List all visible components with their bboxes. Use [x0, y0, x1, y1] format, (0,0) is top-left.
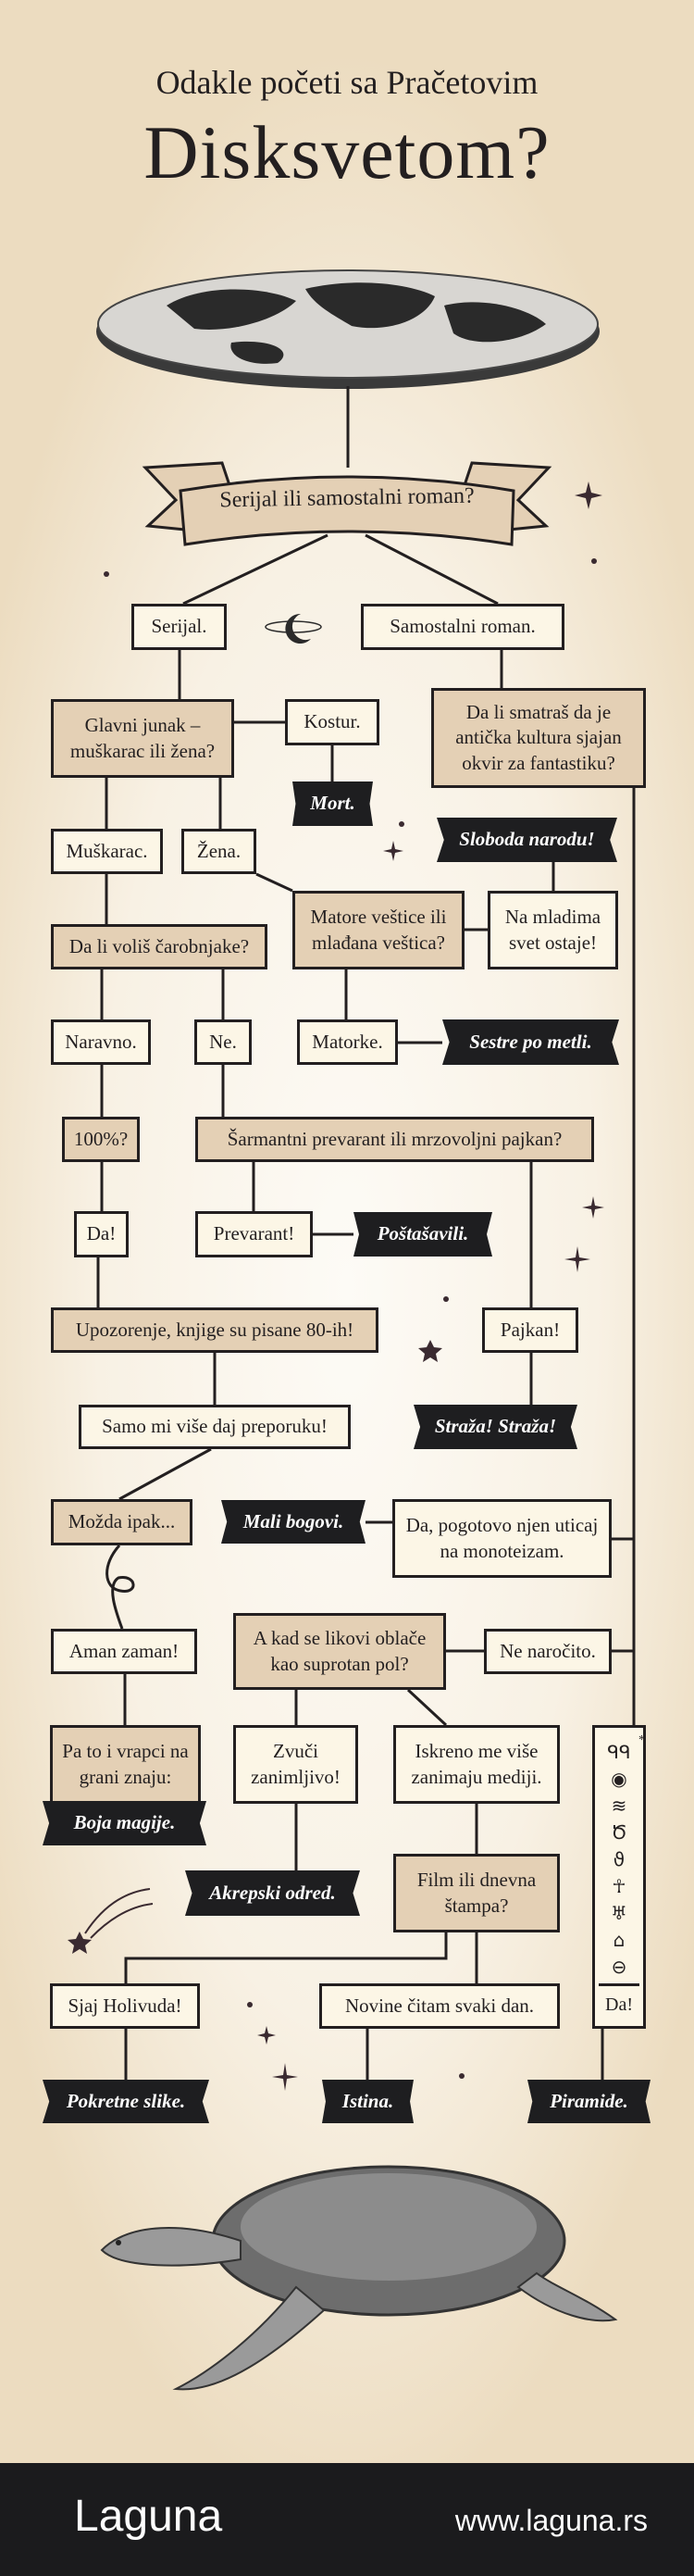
man-hieroglyph-icon: ☥: [612, 1875, 626, 1897]
question-matore-vestice: Matore veštice ili mlađana veštica?: [292, 891, 465, 969]
bird-hieroglyph-icon: ♅: [611, 1902, 627, 1924]
reed-hieroglyph-icon: ᑫᑫ: [607, 1741, 631, 1763]
question-volis-carobnjake: Da li voliš čarobnjake?: [51, 924, 267, 969]
answer-zena: Žena.: [181, 829, 256, 874]
question-anticka-kultura: Da li smatraš da je antička kultura sjaj…: [431, 688, 646, 788]
answer-serijal: Serijal.: [131, 604, 227, 650]
divider: [599, 1983, 639, 1986]
asterisk: *: [638, 1733, 645, 1747]
question-vrapci: Pa to i vrapci na grani znaju:: [50, 1725, 201, 1804]
question-mozda-ipak: Možda ipak...: [51, 1499, 192, 1545]
answer-samo-mi-preporuku: Samo mi više daj preporuku!: [79, 1405, 351, 1449]
discworld-illustration: [96, 269, 600, 389]
question-upozorenje: Upozorenje, knjige su pisane 80-ih!: [51, 1307, 378, 1353]
answer-na-mladima: Na mladima svet ostaje!: [488, 891, 618, 969]
question-suprotan-pol: A kad se likovi oblače kao suprotan pol?: [233, 1613, 446, 1690]
footer: Laguna www.laguna.rs: [0, 2463, 694, 2576]
result-akrepski-odred: Akrepski odred.: [185, 1870, 360, 1916]
answer-da: Da!: [74, 1211, 129, 1257]
sparkle-icon: [257, 2026, 276, 2045]
sparkle-icon: [383, 841, 403, 861]
answer-sjaj-holivuda: Sjaj Holivuda!: [50, 1983, 200, 2029]
answer-novine: Novine čitam svaki dan.: [319, 1983, 560, 2029]
result-pokretne-slike: Pokretne slike.: [43, 2080, 209, 2123]
answer-mediji: Iskreno me više zanimaju mediji.: [393, 1725, 560, 1804]
answer-zvuci-zanimljivo: Zvuči zanimljivo!: [233, 1725, 358, 1804]
result-sestre-po-metli: Sestre po metli.: [442, 1019, 619, 1065]
website-link[interactable]: www.laguna.rs: [454, 2504, 648, 2537]
sparkle-icon: [564, 1246, 590, 1272]
result-istina: Istina.: [322, 2080, 414, 2123]
result-piramide: Piramide.: [527, 2080, 651, 2123]
turtle-illustration: [100, 2165, 618, 2391]
rope-hieroglyph-icon: ϑ: [613, 1848, 626, 1870]
sparkle-icon: [582, 1196, 604, 1219]
answer-ne-narocito: Ne naročito.: [484, 1629, 612, 1674]
question-banner-ribbon: [142, 461, 552, 546]
ka-hieroglyph-icon: Ծ: [611, 1821, 627, 1844]
result-sloboda-narodu: Sloboda narodu!: [437, 818, 617, 862]
water-hieroglyph-icon: ≋: [611, 1794, 627, 1817]
question-sarmantni-prevarant: Šarmantni prevarant ili mrzovoljni pajka…: [195, 1117, 594, 1162]
answer-pogotovo: Da, pogotovo njen uticaj na monoteizam.: [392, 1499, 612, 1578]
result-boja-magije: Boja magije.: [43, 1801, 206, 1845]
shooting-star-trail-icon: [84, 1888, 154, 1939]
question-100-percent: 100%?: [62, 1117, 140, 1162]
answer-naravno: Naravno.: [51, 1019, 151, 1065]
answer-ne: Ne.: [194, 1019, 252, 1065]
star-icon: [418, 1340, 442, 1362]
answer-pajkan: Pajkan!: [482, 1307, 578, 1353]
answer-kostur: Kostur.: [285, 699, 379, 745]
result-straza-straza: Straža! Straža!: [414, 1405, 577, 1449]
decorative-stars: [68, 481, 604, 2091]
question-glavni-junak: Glavni junak – muškarac ili žena?: [51, 699, 234, 778]
question-film-ili-stampa: Film ili dnevna štampa?: [393, 1854, 560, 1932]
sphinx-hieroglyph-icon: ⌂: [613, 1929, 626, 1951]
sparkle-icon: [272, 2063, 298, 2091]
page-subtitle: Odakle početi sa Pračetovim: [155, 64, 539, 101]
result-mort: Mort.: [292, 782, 373, 826]
answer-samostalni: Samostalni roman.: [361, 604, 564, 650]
answer-muskarac: Muškarac.: [51, 829, 163, 874]
result-postasavili: Poštašavili.: [353, 1212, 492, 1257]
moon-icon: [265, 613, 322, 644]
connector-lines: [96, 386, 636, 2080]
hieroglyph-answer-box: * ᑫᑫ ◉ ≋ Ծ ϑ ☥ ♅ ⌂ ⊖ Da!: [592, 1725, 646, 2029]
shooting-star-icon: [68, 1932, 92, 1954]
sparkle-icon: [575, 481, 602, 509]
answer-aman-zaman: Aman zaman!: [51, 1629, 197, 1674]
page-title: Disksvetom?: [143, 110, 551, 194]
answer-hieroglyph-da: Da!: [605, 1995, 633, 2015]
mouth-hieroglyph-icon: ⊖: [611, 1956, 627, 1978]
answer-matorke: Matorke.: [297, 1019, 398, 1065]
result-mali-bogovi: Mali bogovi.: [221, 1500, 366, 1544]
answer-prevarant: Prevarant!: [195, 1211, 313, 1257]
laguna-logo[interactable]: Laguna: [74, 2492, 223, 2541]
eye-of-horus-icon: ◉: [611, 1768, 627, 1790]
